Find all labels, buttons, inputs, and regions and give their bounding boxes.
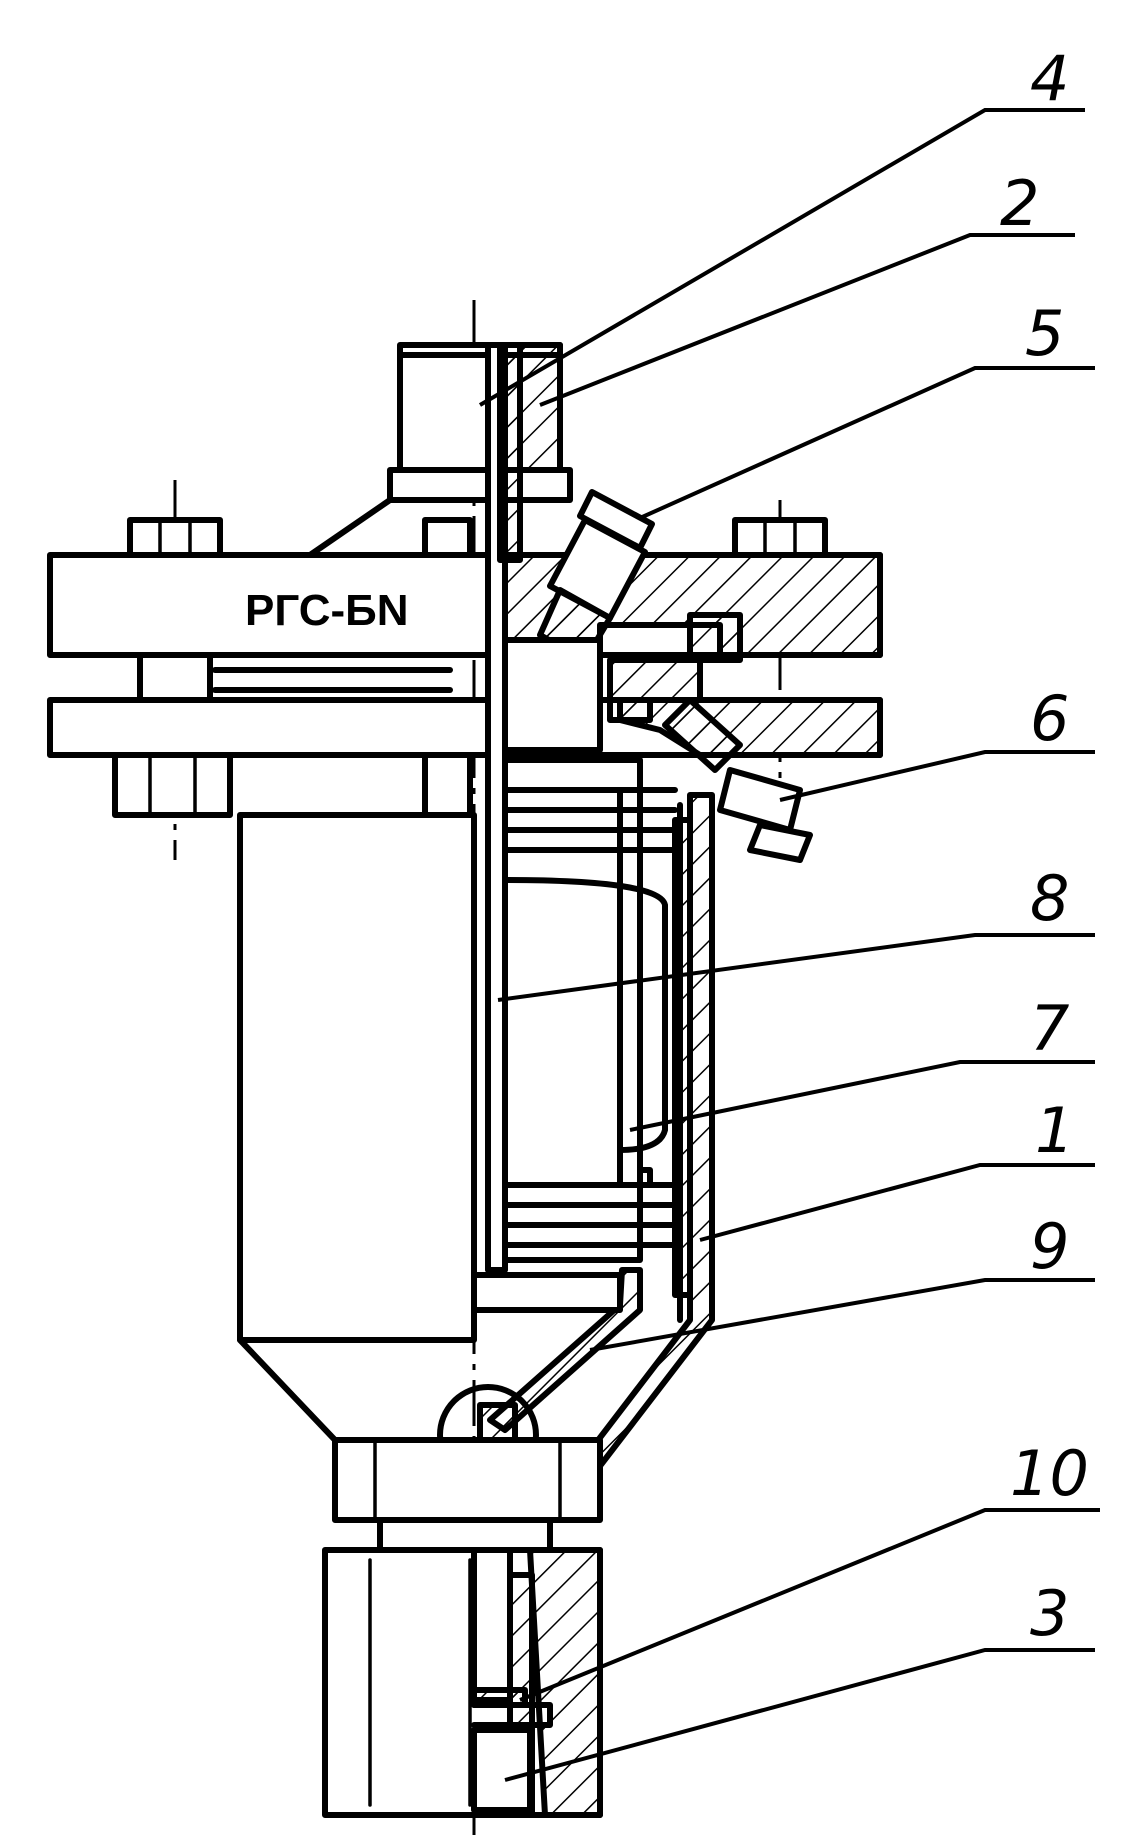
lower-hex bbox=[335, 1440, 600, 1550]
callout-9: 9 bbox=[1030, 1210, 1069, 1283]
callout-7: 7 bbox=[1030, 992, 1069, 1065]
callout-3: 3 bbox=[1030, 1577, 1069, 1650]
body-left-half bbox=[240, 815, 474, 1440]
callout-labels: 4 2 5 6 8 7 1 9 10 3 bbox=[1000, 42, 1089, 1650]
bellows bbox=[505, 760, 675, 1260]
callout-6: 6 bbox=[1030, 682, 1069, 755]
callout-2: 2 bbox=[1000, 167, 1039, 240]
callout-4: 4 bbox=[1030, 42, 1069, 115]
callout-8: 8 bbox=[1030, 862, 1069, 935]
upper-flange bbox=[50, 555, 880, 660]
callout-5: 5 bbox=[1025, 297, 1064, 370]
callout-10: 10 bbox=[1010, 1437, 1089, 1510]
callout-1: 1 bbox=[1035, 1094, 1074, 1167]
nameplate-marking: РГС-БN bbox=[245, 586, 409, 635]
